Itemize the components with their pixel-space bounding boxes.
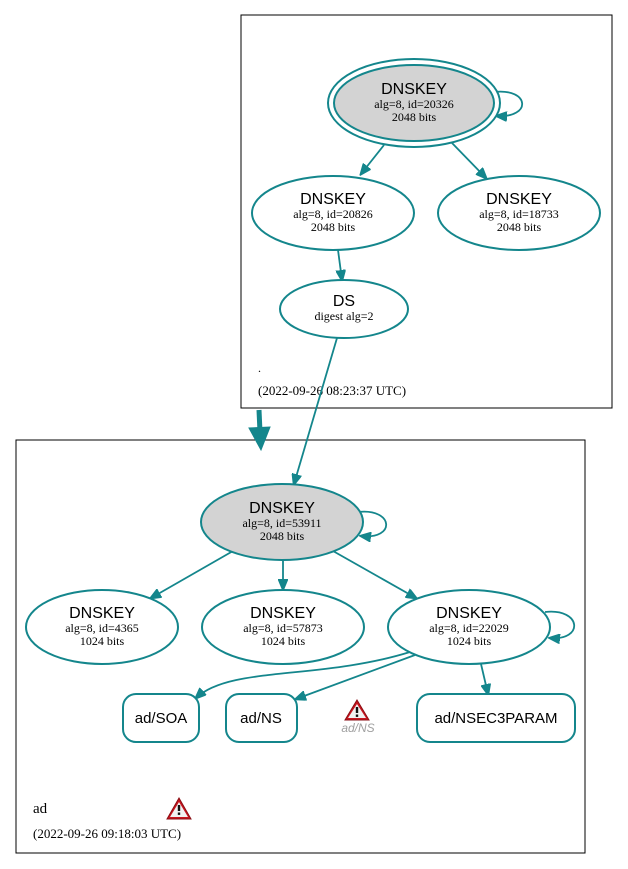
root-ds-title: DS — [333, 293, 355, 310]
root-zone-name: . — [258, 361, 261, 375]
root-zsk1-detail: alg=8, id=20826 — [293, 207, 373, 221]
root-zsk2-title: DNSKEY — [486, 191, 552, 208]
root-zsk2-node[interactable]: DNSKEY alg=8, id=18733 2048 bits — [437, 175, 601, 251]
ad-key3-self-edge — [544, 610, 576, 639]
ad-zone-warning-mark — [177, 805, 181, 811]
ad-key2-title: DNSKEY — [250, 605, 316, 622]
root-ksk-title: DNSKEY — [381, 81, 447, 98]
ad-zone-timestamp: (2022-09-26 09:18:03 UTC) — [33, 826, 181, 841]
ad-ns-warning-dot — [355, 714, 359, 717]
ad-ns-warning-label: ad/NS — [341, 721, 374, 735]
ad-ns-rrset[interactable]: ad/NS — [225, 693, 298, 743]
root-ksk-size: 2048 bits — [392, 110, 437, 124]
delegation-arrowhead — [248, 426, 271, 452]
root-zsk1-title: DNSKEY — [300, 191, 366, 208]
ad-key3-to-nsec3param-edge — [480, 663, 488, 694]
ad-ns-label: ad/NS — [240, 710, 282, 727]
ad-ksk-to-key1-edge — [151, 550, 234, 598]
ad-key2-detail: alg=8, id=57873 — [243, 621, 323, 635]
ad-ksk-to-key3-edge — [332, 550, 416, 598]
ad-soa-label: ad/SOA — [135, 710, 188, 727]
ad-ksk-node[interactable]: DNSKEY alg=8, id=53911 2048 bits — [200, 483, 364, 561]
ad-ksk-title: DNSKEY — [249, 500, 315, 517]
root-ksk-self-edge — [493, 90, 523, 116]
root-ds-node[interactable]: DS digest alg=2 — [279, 279, 409, 339]
ad-nsec3param-rrset[interactable]: ad/NSEC3PARAM — [416, 693, 576, 743]
root-zsk2-size: 2048 bits — [497, 220, 542, 234]
root-ksk-node[interactable]: DNSKEY alg=8, id=20326 2048 bits — [327, 58, 501, 148]
root-zsk1-to-ds-edge — [338, 249, 342, 280]
ad-key1-title: DNSKEY — [69, 605, 135, 622]
ds-to-ad-ksk-edge — [294, 337, 338, 484]
edges — [151, 90, 576, 699]
ad-soa-rrset[interactable]: ad/SOA — [122, 693, 200, 743]
root-ksk-to-zsk2-edge — [451, 142, 486, 178]
root-zone-timestamp: (2022-09-26 08:23:37 UTC) — [258, 383, 406, 398]
ad-key1-node[interactable]: DNSKEY alg=8, id=4365 1024 bits — [25, 589, 179, 665]
ad-zone-warning[interactable] — [166, 796, 192, 820]
root-ds-detail: digest alg=2 — [314, 309, 373, 323]
ad-ksk-size: 2048 bits — [260, 529, 305, 543]
ad-nsec3param-label: ad/NSEC3PARAM — [434, 710, 557, 727]
root-zsk1-size: 2048 bits — [311, 220, 356, 234]
ad-key3-node[interactable]: DNSKEY alg=8, id=22029 1024 bits — [387, 589, 551, 665]
ad-key1-detail: alg=8, id=4365 — [65, 621, 139, 635]
ad-key1-size: 1024 bits — [80, 634, 125, 648]
ad-zone-name: ad — [33, 801, 48, 817]
root-zsk1-node[interactable]: DNSKEY alg=8, id=20826 2048 bits — [251, 175, 415, 251]
ad-zone-warning-dot — [177, 812, 181, 815]
ad-ns-warning[interactable]: ad/NS — [341, 699, 375, 735]
ad-ksk-self-edge — [357, 510, 387, 537]
ad-key3-title: DNSKEY — [436, 605, 502, 622]
ad-key2-node[interactable]: DNSKEY alg=8, id=57873 1024 bits — [201, 589, 365, 665]
ad-ns-warning-mark — [355, 707, 359, 713]
root-ksk-to-zsk1-edge — [361, 144, 385, 174]
ad-key3-size: 1024 bits — [447, 634, 492, 648]
ad-ksk-detail: alg=8, id=53911 — [242, 516, 321, 530]
ad-key2-size: 1024 bits — [261, 634, 306, 648]
ad-key3-detail: alg=8, id=22029 — [429, 621, 509, 635]
ad-key3-to-soa-edge — [196, 651, 411, 698]
ad-key3-to-ns-edge — [296, 654, 416, 699]
root-ksk-detail: alg=8, id=20326 — [374, 97, 454, 111]
root-zsk2-detail: alg=8, id=18733 — [479, 207, 559, 221]
